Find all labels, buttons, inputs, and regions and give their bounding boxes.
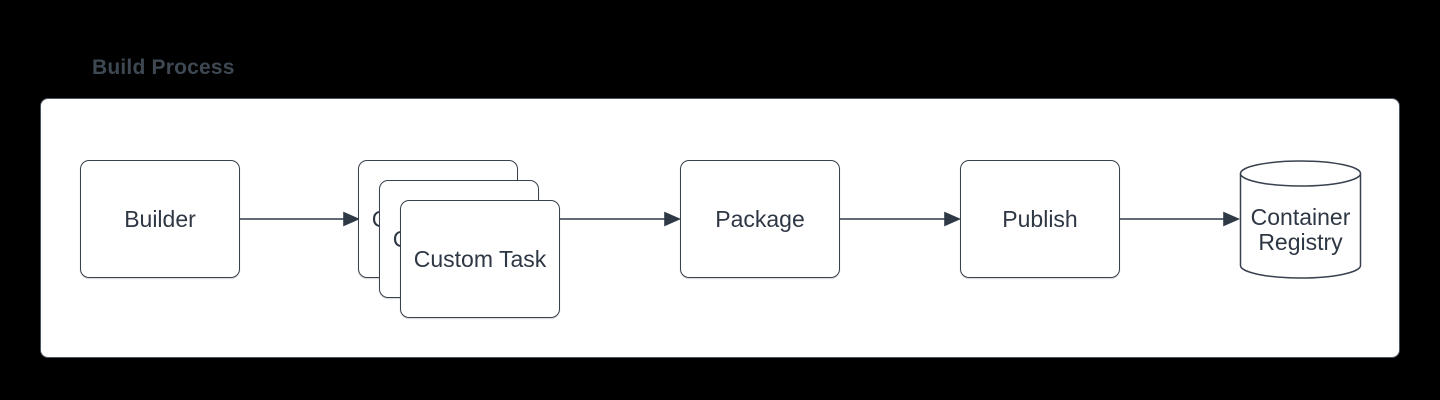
node-custom-task-label: Custom Task (413, 245, 547, 272)
node-publish-label: Publish (1002, 205, 1078, 232)
node-package[interactable]: Package (680, 160, 840, 278)
node-package-label: Package (715, 205, 805, 232)
diagram-title: Build Process (92, 56, 235, 79)
node-custom-task-front[interactable]: Custom Task (400, 200, 560, 318)
node-builder[interactable]: Builder (80, 160, 240, 278)
cylinder-shape-icon (1239, 160, 1362, 279)
node-container-registry-label: Container Registry (1250, 203, 1351, 255)
node-builder-label: Builder (124, 205, 196, 232)
node-container-registry[interactable]: Container Registry (1239, 159, 1362, 280)
node-publish[interactable]: Publish (960, 160, 1120, 278)
